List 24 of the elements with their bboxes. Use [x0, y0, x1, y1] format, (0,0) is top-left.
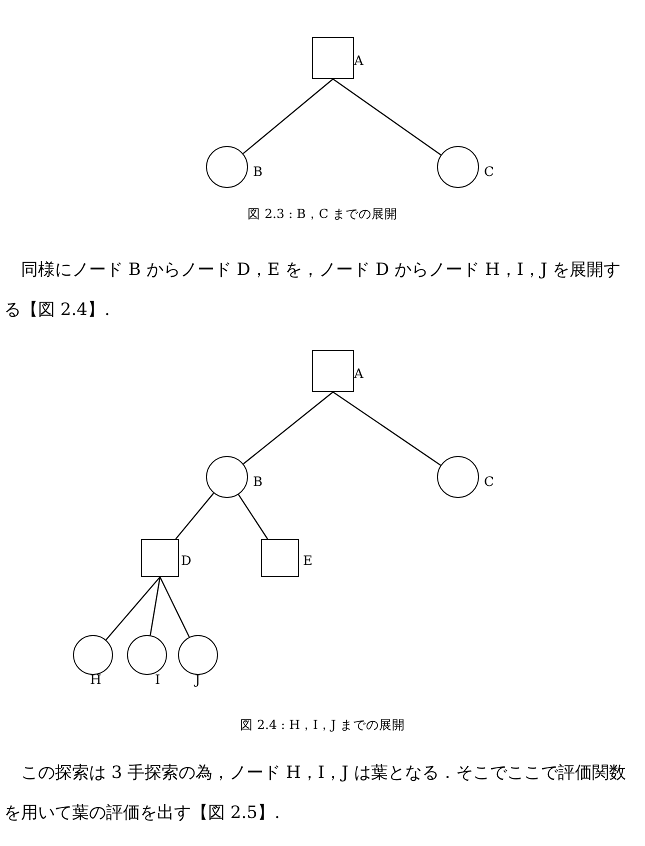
- connector-line: [332, 78, 442, 156]
- node-label: D: [181, 554, 192, 569]
- connector-line: [243, 392, 334, 464]
- connector-line: [242, 78, 334, 154]
- figure-caption: 図 2.3 : B，C までの展開: [246, 206, 398, 222]
- node-label: A: [354, 367, 364, 382]
- connector-line: [238, 494, 268, 540]
- node-label: C: [484, 165, 494, 180]
- node-label: J: [195, 673, 200, 688]
- connector-line: [332, 392, 441, 466]
- body-paragraph: この探索は 3 手探索の為，ノード H，I，J は葉となる．そこでここで評価関数を用いて葉の評価を出す【図 2.5】.: [3, 762, 627, 825]
- connector-line: [150, 576, 161, 636]
- connector-line: [175, 492, 214, 540]
- node-label: E: [303, 554, 312, 569]
- node-label: I: [155, 673, 160, 688]
- node-label: B: [253, 165, 263, 180]
- node-label: C: [484, 475, 494, 490]
- body-paragraph: 同様にノード B からノード D，E を，ノード D からノード H，I，J を展開する【図 2.4】.: [3, 259, 622, 322]
- connector-line: [106, 576, 160, 640]
- node-label: A: [354, 54, 364, 69]
- node-label: H: [90, 673, 102, 688]
- figure-caption: 図 2.4 : H，I，J までの展開: [239, 717, 406, 733]
- node-label: B: [253, 475, 263, 490]
- connector-line: [159, 576, 190, 638]
